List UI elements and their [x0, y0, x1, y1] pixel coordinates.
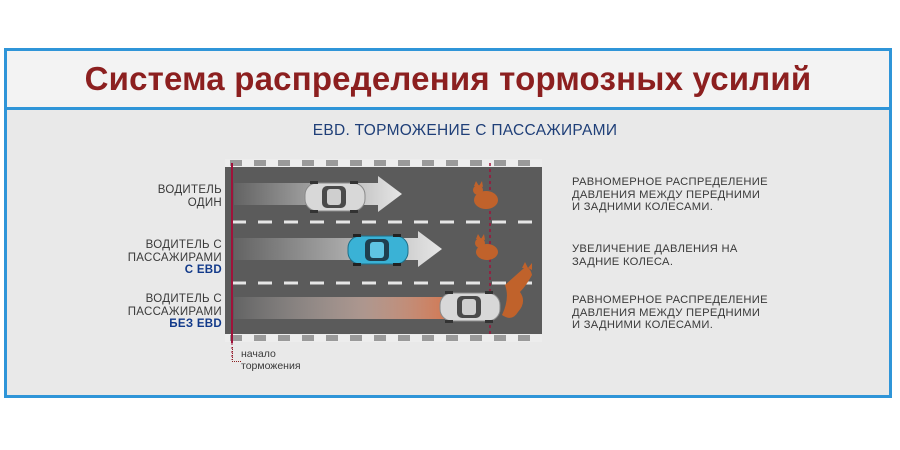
car-row3: [439, 291, 501, 323]
curb-bottom: [225, 334, 542, 342]
obstacle-row3-icon: [502, 262, 532, 318]
braking-start-label: начало торможения: [241, 348, 301, 372]
page-title: Система распределения тормозных усилий: [84, 60, 812, 97]
note-line: И ЗАДНИМИ КОЛЕСАМИ.: [572, 201, 714, 214]
row-tag-without-ebd: БЕЗ EBD: [169, 318, 222, 330]
note-line: ДАВЛЕНИЯ МЕЖДУ ПЕРЕДНИМИ: [572, 306, 761, 319]
note-line: ДАВЛЕНИЯ МЕЖДУ ПЕРЕДНИМИ: [572, 188, 761, 201]
braking-start-line2: торможения: [241, 359, 301, 372]
row-label-driver-alone: ВОДИТЕЛЬ ОДИН: [158, 184, 222, 209]
note-row2: УВЕЛИЧЕНИЕ ДАВЛЕНИЯ НА ЗАДНИЕ КОЛЕСА.: [572, 243, 772, 268]
row-label-line: ВОДИТЕЛЬ С: [145, 239, 222, 251]
note-line: ЗАДНИЕ КОЛЕСА.: [572, 255, 674, 268]
car-row1: [304, 181, 366, 213]
row-label-without-ebd: ВОДИТЕЛЬ С ПАССАЖИРАМИ БЕЗ EBD: [128, 293, 222, 331]
curb-top: [225, 159, 542, 167]
diagram-subtitle: EBD. ТОРМОЖЕНИЕ С ПАССАЖИРАМИ: [312, 122, 618, 139]
row-label-line: ВОДИТЕЛЬ: [157, 184, 222, 196]
note-line: РАВНОМЕРНОЕ РАСПРЕДЕЛЕНИЕ: [572, 176, 768, 188]
row-label-line: ОДИН: [187, 196, 222, 209]
note-line: РАВНОМЕРНОЕ РАСПРЕДЕЛЕНИЕ: [572, 294, 768, 306]
obstacle-row1-icon: [473, 181, 498, 209]
title-bar: Система распределения тормозных усилий: [4, 48, 892, 110]
skid-trail-row3: [234, 297, 449, 319]
braking-start-bracket: [232, 347, 241, 362]
note-row3: РАВНОМЕРНОЕ РАСПРЕДЕЛЕНИЕ ДАВЛЕНИЯ МЕЖДУ…: [572, 294, 772, 332]
note-line: И ЗАДНИМИ КОЛЕСАМИ.: [572, 319, 714, 332]
obstacle-row2-icon: [475, 234, 498, 260]
note-row1: РАВНОМЕРНОЕ РАСПРЕДЕЛЕНИЕ ДАВЛЕНИЯ МЕЖДУ…: [572, 176, 772, 214]
row-tag-with-ebd: С EBD: [184, 264, 222, 276]
row-label-line: ПАССАЖИРАМИ: [127, 251, 222, 264]
braking-start-line1: начало: [241, 348, 276, 360]
note-line: УВЕЛИЧЕНИЕ ДАВЛЕНИЯ НА: [572, 243, 738, 255]
car-row2: [347, 234, 409, 266]
row-label-line: ВОДИТЕЛЬ С: [145, 293, 222, 305]
row-label-line: ПАССАЖИРАМИ: [127, 305, 222, 318]
row-label-with-ebd: ВОДИТЕЛЬ С ПАССАЖИРАМИ С EBD: [128, 239, 222, 277]
